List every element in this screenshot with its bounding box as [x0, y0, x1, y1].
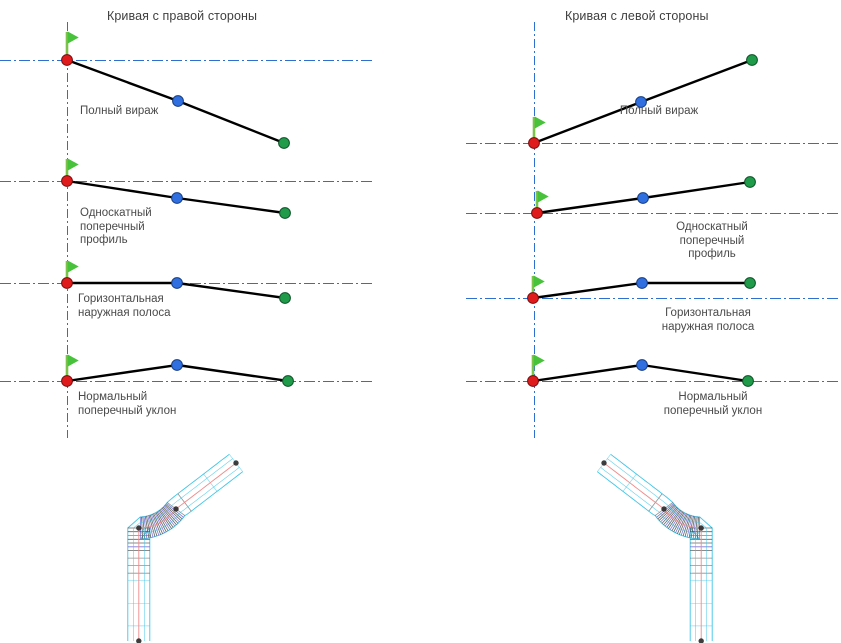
lane-line [132, 458, 233, 641]
road-edge-left [610, 453, 713, 641]
station-marker[interactable] [698, 638, 704, 643]
pivot-point-marker[interactable] [61, 375, 73, 387]
lane-line [607, 458, 708, 641]
flag-banner-icon [533, 275, 545, 288]
panel-curve-left [466, 22, 841, 438]
mid-point-marker[interactable] [171, 359, 183, 371]
mid-point-marker[interactable] [171, 192, 183, 204]
flag-banner-icon [533, 354, 545, 367]
station-marker[interactable] [136, 525, 142, 531]
edge-point-marker[interactable] [744, 176, 756, 188]
flag-banner-icon [67, 158, 79, 171]
edge-point-marker[interactable] [279, 207, 291, 219]
section-label: Полный вираж [619, 105, 699, 117]
plan-view-plan-curve-right [127, 453, 243, 643]
mid-point-marker[interactable] [172, 95, 184, 107]
plan-view-plan-curve-left [597, 453, 713, 643]
road-edge-left [127, 453, 230, 641]
panel-title: Кривая с левой стороны [565, 9, 709, 23]
panel-title: Кривая с правой стороны [107, 9, 258, 23]
edge-point-marker[interactable] [279, 292, 291, 304]
station-marker[interactable] [601, 460, 607, 466]
road-centerline [603, 462, 702, 641]
pivot-point-marker[interactable] [531, 207, 543, 219]
station-marker[interactable] [173, 506, 179, 512]
edge-point-marker[interactable] [282, 375, 294, 387]
edge-point-marker[interactable] [744, 277, 756, 289]
flag-banner-icon [534, 116, 546, 129]
lane-line [140, 467, 240, 641]
section-label: Нормальный поперечный уклон [78, 391, 177, 417]
section-label: Односкатный поперечный профиль [676, 221, 748, 260]
lane-line [600, 467, 700, 641]
pivot-point-marker[interactable] [61, 277, 73, 289]
station-marker[interactable] [661, 506, 667, 512]
station-marker[interactable] [136, 638, 142, 643]
section-label: Односкатный поперечный профиль [80, 207, 152, 246]
edge-point-marker[interactable] [742, 375, 754, 387]
section-label: Нормальный поперечный уклон [663, 391, 763, 417]
mid-point-marker[interactable] [637, 192, 649, 204]
flag-banner-icon [537, 190, 549, 203]
section-label: Полный вираж [80, 105, 159, 117]
pivot-point-marker[interactable] [527, 375, 539, 387]
pivot-point-marker[interactable] [528, 137, 540, 149]
edge-point-marker[interactable] [746, 54, 758, 66]
mid-point-marker[interactable] [636, 359, 648, 371]
flag-banner-icon [67, 31, 79, 44]
road-centerline [138, 462, 237, 641]
mid-point-marker[interactable] [635, 96, 647, 108]
mid-point-marker[interactable] [636, 277, 648, 289]
edge-point-marker[interactable] [278, 137, 290, 149]
flag-banner-icon [67, 354, 79, 367]
flag-banner-icon [67, 260, 79, 273]
station-marker[interactable] [233, 460, 239, 466]
pivot-point-marker[interactable] [61, 175, 73, 187]
panel-curve-right [0, 22, 375, 438]
pivot-point-marker[interactable] [527, 292, 539, 304]
section-label: Горизонтальная наружная полоса [78, 293, 171, 319]
station-marker[interactable] [698, 525, 704, 531]
section-label: Горизонтальная наружная полоса [661, 307, 755, 333]
mid-point-marker[interactable] [171, 277, 183, 289]
pivot-point-marker[interactable] [61, 54, 73, 66]
